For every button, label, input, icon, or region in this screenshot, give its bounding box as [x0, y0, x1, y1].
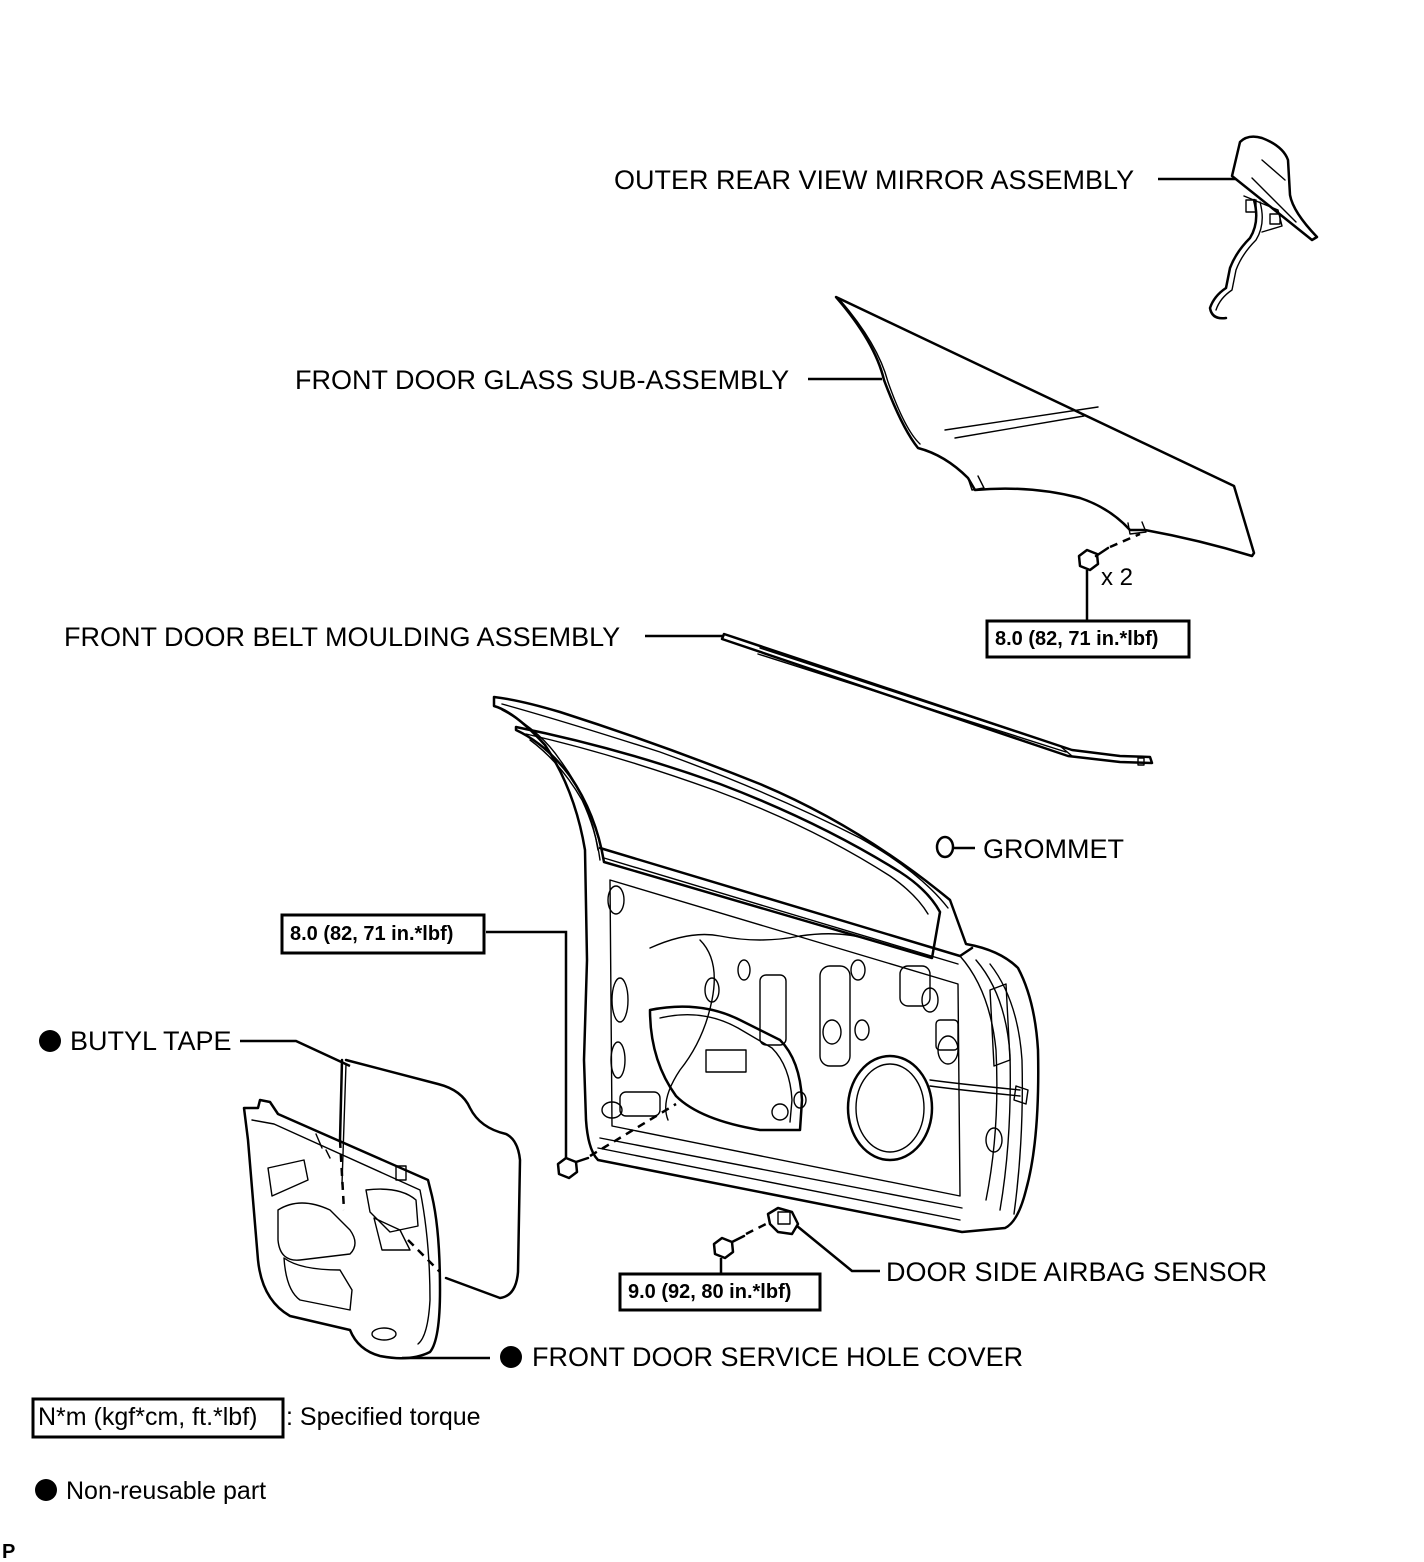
legend-torque-desc: : Specified torque [286, 1403, 481, 1431]
legend-torque-unit: N*m (kgf*cm, ft.*lbf) [38, 1403, 257, 1431]
regulator-bolt-torque-box [280, 913, 486, 955]
belt-moulding-drawing [720, 632, 1154, 766]
door-glass-drawing [834, 295, 1256, 558]
airbag-bolt-icon [712, 1234, 746, 1260]
service-hole-cover-drawing [242, 1098, 442, 1360]
airbag-sensor-drawing [766, 1206, 800, 1236]
grommet-label: GROMMET [983, 834, 1124, 864]
mirror-label: OUTER REAR VIEW MIRROR ASSEMBLY [614, 165, 1134, 195]
legend-nonreusable-icon [35, 1479, 57, 1501]
butyl-tape-drawing [338, 1058, 522, 1300]
mirror-assembly-drawing [1208, 135, 1319, 320]
grommet-icon [935, 835, 955, 859]
glass-bolt-icon [1077, 546, 1110, 572]
butyl-tape-leader [240, 1039, 351, 1068]
glass-bolt-torque: 8.0 (82, 71 in.*lbf) [995, 628, 1158, 650]
regulator-bolt-torque: 8.0 (82, 71 in.*lbf) [290, 923, 453, 945]
belt-moulding-label: FRONT DOOR BELT MOULDING ASSEMBLY [64, 622, 620, 652]
glass-bolt-dash [1109, 532, 1141, 549]
glass-bolt-quantity: x 2 [1101, 564, 1133, 591]
airbag-bolt-dash [745, 1220, 771, 1236]
legend-torque-box [31, 1397, 285, 1439]
regulator-bolt-leader [486, 930, 568, 1158]
service-hole-cover-label: FRONT DOOR SERVICE HOLE COVER [532, 1342, 1023, 1372]
door-panel-drawing [492, 695, 1040, 1234]
corner-mark: P [2, 1541, 15, 1562]
airbag-sensor-leader [796, 1225, 880, 1273]
butyl-tape-nonreusable-icon [39, 1030, 61, 1052]
regulator-bolt-icon [556, 1156, 590, 1180]
airbag-sensor-label: DOOR SIDE AIRBAG SENSOR [886, 1257, 1267, 1287]
service-hole-cover-nonreusable-icon [500, 1346, 522, 1368]
regulator-bolt-dash [589, 1102, 677, 1158]
butyl-tape-label: BUTYL TAPE [70, 1026, 232, 1056]
legend-nonreusable-label: Non-reusable part [66, 1477, 266, 1505]
glass-bolt-torque-box [985, 619, 1191, 659]
airbag-bolt-torque-box [618, 1272, 822, 1312]
airbag-bolt-torque: 9.0 (92, 80 in.*lbf) [628, 1281, 791, 1303]
glass-label: FRONT DOOR GLASS SUB-ASSEMBLY [295, 365, 789, 395]
